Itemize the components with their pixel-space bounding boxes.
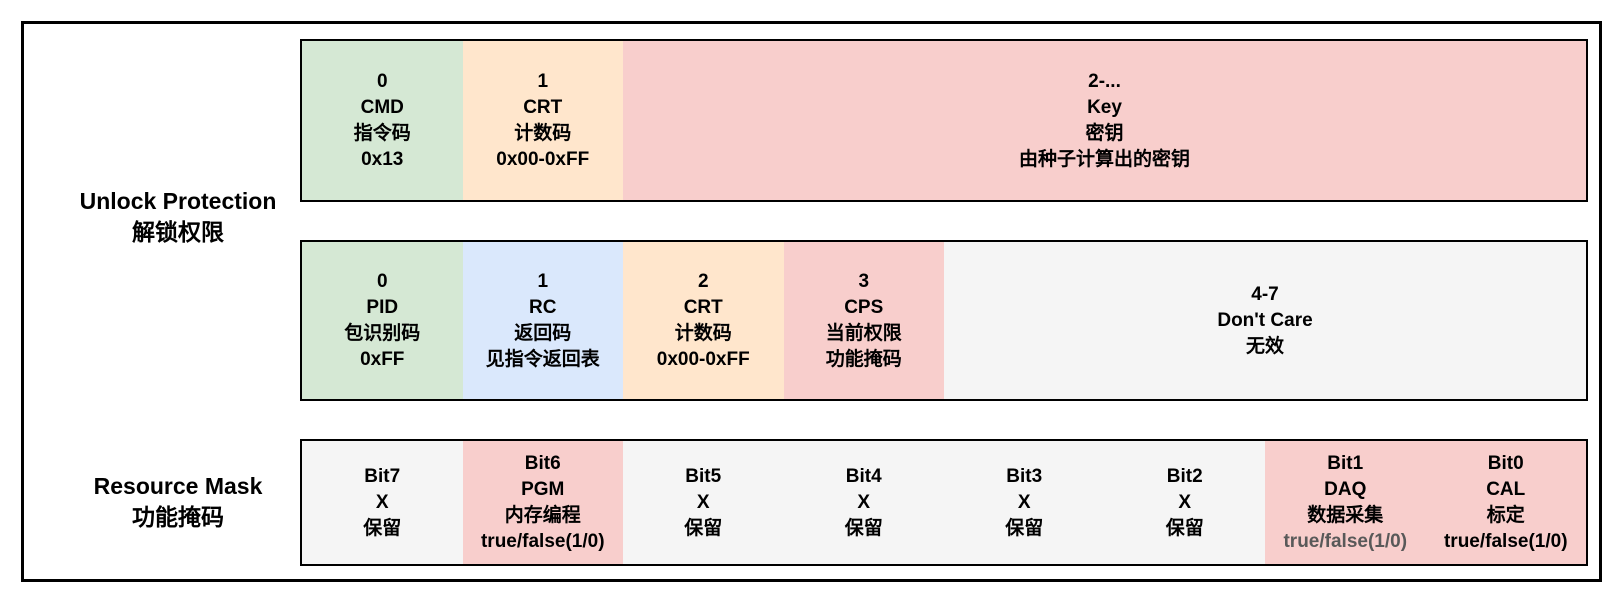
cell-line: 指令码	[353, 122, 411, 144]
cell-line: 0	[376, 270, 388, 292]
cell-line: Bit3	[1006, 465, 1043, 487]
cell-line: 3	[858, 270, 870, 292]
cell-text: 2-... Key 密钥由种子计算出的密钥	[1019, 69, 1190, 173]
cell-line: 保留	[363, 517, 402, 539]
cell-line: 2	[697, 270, 709, 292]
cell-line: Bit1	[1327, 452, 1364, 474]
cell-line: 见指令返回表	[485, 348, 600, 370]
cell-line: 计数码	[674, 322, 732, 344]
cell-line: 1	[537, 270, 549, 292]
cell-line: Key	[1087, 96, 1122, 118]
cell-line: X	[696, 491, 710, 513]
cell-line: RC	[529, 296, 557, 318]
cell-line: X	[1017, 491, 1031, 513]
cell-line: Bit0	[1487, 452, 1524, 474]
cell-line: 标定	[1486, 504, 1525, 526]
cell-line: true/false(1/0)	[480, 530, 605, 552]
cell-line: 密钥	[1085, 122, 1124, 144]
cell-line: 数据采集	[1307, 504, 1384, 526]
cell-line: CMD	[360, 96, 404, 118]
cell-line: true/false(1/0)	[1283, 530, 1408, 552]
cell-line: 内存编程	[504, 504, 581, 526]
cell-line: 0xFF	[360, 348, 405, 370]
cell-line: DAQ	[1324, 478, 1367, 500]
cell-line: 4-7	[1251, 283, 1279, 305]
cell-line: 包识别码	[344, 322, 421, 344]
cell-line: CPS	[844, 296, 884, 318]
unlock-protection-label: Unlock Protection 解锁权限	[40, 186, 316, 248]
cell-line: X	[857, 491, 871, 513]
resource-mask-label: Resource Mask 功能掩码	[40, 471, 316, 533]
cell-line: true/false(1/0)	[1443, 530, 1568, 552]
cell-line: X	[375, 491, 389, 513]
cell-line: 当前权限	[825, 322, 902, 344]
cell-line: Don't Care	[1217, 309, 1313, 331]
cell-line: 功能掩码	[825, 348, 902, 370]
cell-line: 0x00-0xFF	[496, 148, 590, 170]
cell-line: 2-...	[1088, 70, 1121, 92]
cell-line: 0x00-0xFF	[656, 348, 750, 370]
cell-line: 0	[376, 70, 388, 92]
cell-line: 1	[537, 70, 549, 92]
resource-mask-label-zh: 功能掩码	[132, 504, 224, 530]
cell-line: PID	[366, 296, 399, 318]
cell-line: Bit7	[364, 465, 401, 487]
cell-line: Bit5	[685, 465, 722, 487]
cell-line: 保留	[684, 517, 723, 539]
cell-line: Bit6	[524, 452, 561, 474]
cell-line: 计数码	[514, 122, 572, 144]
cell-line: X	[1178, 491, 1192, 513]
cell-line: CRT	[683, 296, 723, 318]
cell-line: PGM	[521, 478, 565, 500]
unlock-request-bytes-cell-2: 2-... Key 密钥由种子计算出的密钥	[623, 41, 1586, 200]
cell-line: 保留	[1165, 517, 1204, 539]
cell-line: CAL	[1486, 478, 1526, 500]
resource-mask-label-en: Resource Mask	[93, 473, 263, 499]
cell-line: 无效	[1245, 335, 1284, 357]
cell-line: Bit4	[845, 465, 882, 487]
cell-line: 由种子计算出的密钥	[1018, 148, 1190, 170]
cell-line: CRT	[523, 96, 563, 118]
cell-line: 保留	[844, 517, 883, 539]
unlock-protection-label-en: Unlock Protection	[79, 188, 277, 214]
cell-line: 0x13	[361, 148, 404, 170]
cell-line: 返回码	[514, 322, 572, 344]
cell-line: Bit2	[1166, 465, 1203, 487]
unlock-protection-label-zh: 解锁权限	[132, 219, 224, 245]
cell-line: 保留	[1005, 517, 1044, 539]
